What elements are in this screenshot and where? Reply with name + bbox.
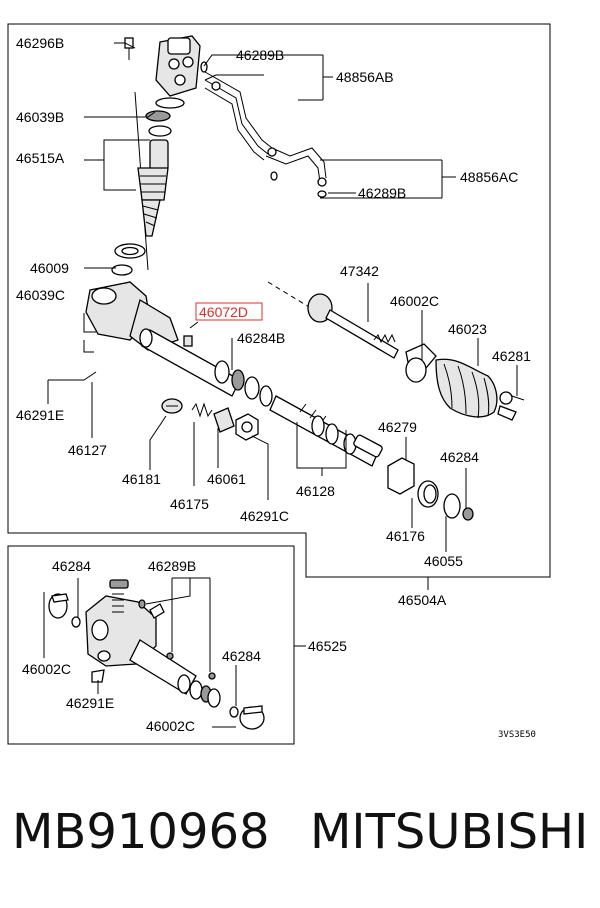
inset-label-46284b: 46284 [222, 648, 261, 664]
inset-label-46284: 46284 [52, 558, 91, 574]
label-46175: 46175 [170, 496, 209, 512]
label-46281: 46281 [492, 348, 531, 364]
inset-labels: 46284 46289B 46525 46002C 46284 46291E 4… [22, 558, 347, 734]
part-labels: 46296B 46289B 48856AB 46039B 46515A 4885… [16, 35, 531, 608]
label-46002C: 46002C [390, 293, 439, 309]
label-46504A: 46504A [398, 592, 447, 608]
label-48856AC: 48856AC [460, 169, 518, 185]
label-46284: 46284 [440, 449, 479, 465]
inset-label-46525: 46525 [308, 638, 347, 654]
main-frame [7, 23, 551, 578]
label-46127: 46127 [68, 442, 107, 458]
label-46296B: 46296B [16, 35, 64, 51]
label-46181: 46181 [122, 471, 161, 487]
label-46023: 46023 [448, 321, 487, 337]
label-46289B-mid: 46289B [358, 185, 406, 201]
label-46279: 46279 [378, 419, 417, 435]
inset-frame [7, 545, 295, 745]
label-46009: 46009 [30, 260, 69, 276]
inset-label-46002C-b: 46002C [146, 718, 195, 734]
label-46128: 46128 [296, 483, 335, 499]
label-46055: 46055 [424, 553, 463, 569]
label-46176: 46176 [386, 528, 425, 544]
caption: MB910968 MITSUBISHI [0, 800, 600, 880]
tie-rod-assembly [267, 281, 525, 421]
label-46289B-top: 46289B [236, 47, 284, 63]
label-47342: 47342 [340, 263, 379, 279]
brand-name: MITSUBISHI [310, 804, 589, 860]
part-number: MB910968 [12, 804, 270, 860]
label-46291E: 46291E [16, 407, 64, 423]
diagram-code: 3VS3E50 [498, 730, 536, 740]
label-48856AB: 48856AB [336, 69, 394, 85]
pressure-pipes [200, 61, 327, 198]
rack-seals [387, 457, 474, 521]
leader-lines [47, 42, 518, 590]
label-46284B: 46284B [237, 330, 285, 346]
pinion-assembly [111, 35, 201, 276]
label-46039B: 46039B [16, 109, 64, 125]
parts-diagram: 46296B 46289B 48856AB 46039B 46515A 4885… [7, 23, 551, 745]
inset-assembly [43, 577, 306, 730]
inset-label-46291E: 46291E [66, 695, 114, 711]
label-46072D: 46072D [199, 304, 248, 320]
label-46291C: 46291C [240, 508, 289, 524]
inset-label-46289B: 46289B [148, 558, 196, 574]
label-46061: 46061 [207, 471, 246, 487]
inset-label-46002C: 46002C [22, 661, 71, 677]
highlight-box-46072D [195, 302, 263, 321]
rack-housing [85, 281, 383, 467]
label-46515A: 46515A [16, 150, 65, 166]
label-46039C: 46039C [16, 287, 65, 303]
